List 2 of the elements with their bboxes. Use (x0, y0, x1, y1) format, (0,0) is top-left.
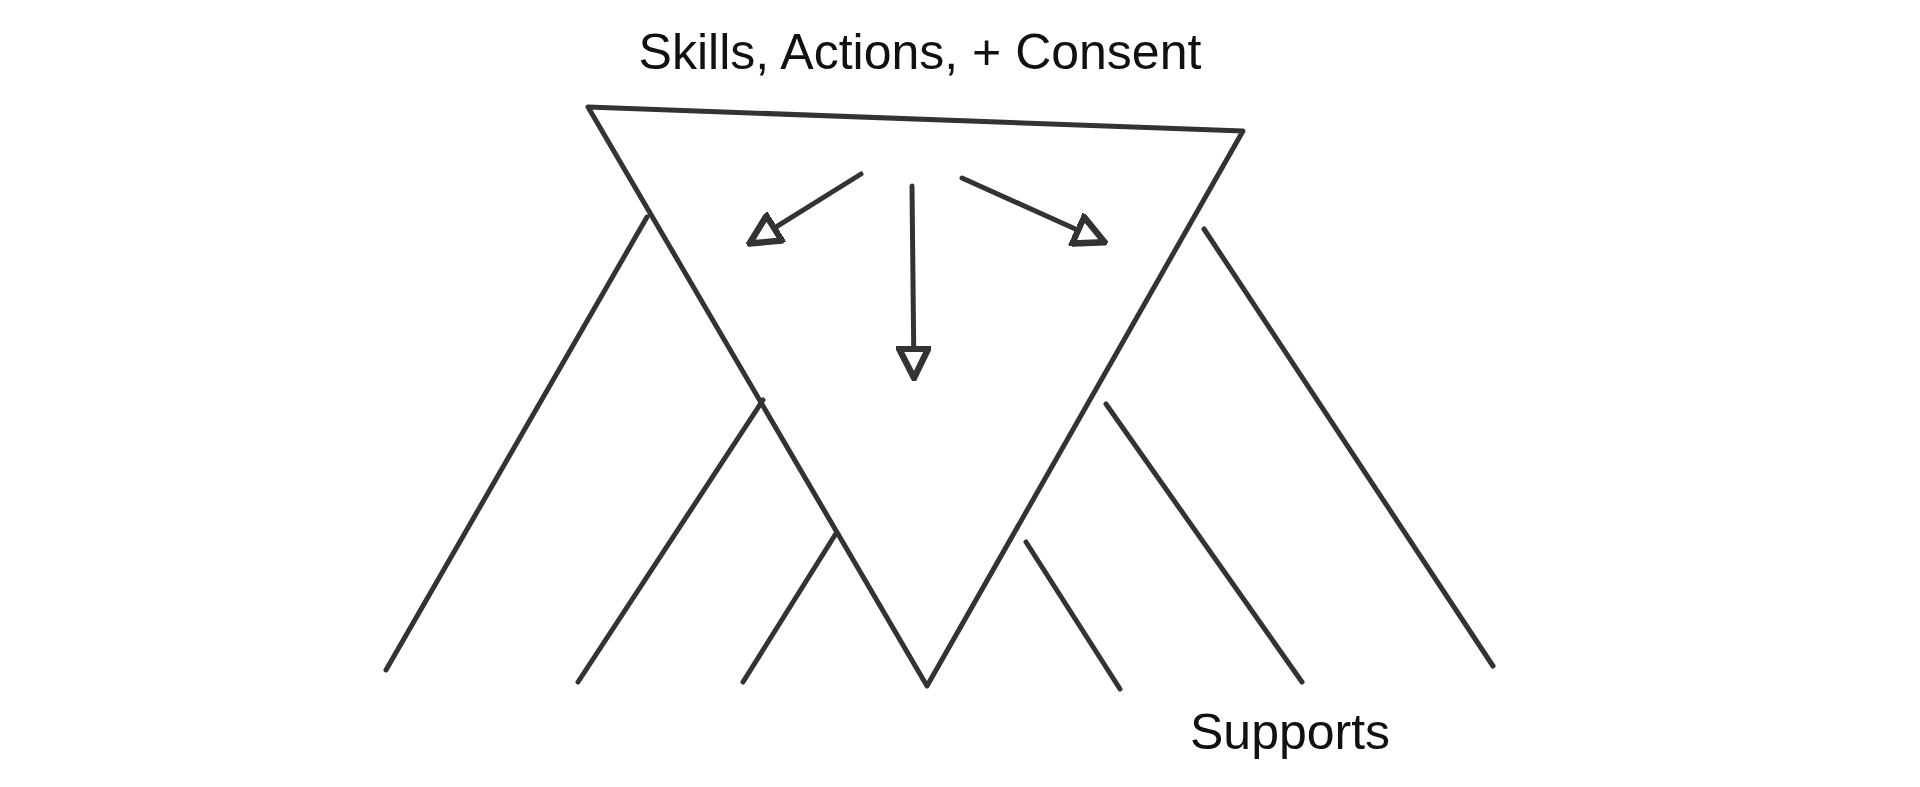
label: Supports (1190, 705, 1391, 760)
heading: Skills, Actions, + Consent (637, 25, 1203, 80)
